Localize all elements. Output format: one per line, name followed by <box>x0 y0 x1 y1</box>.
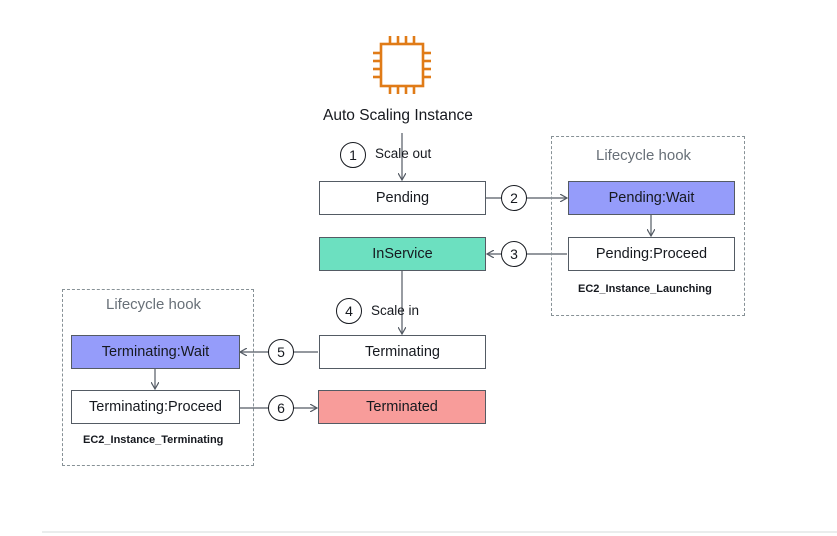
terminate-hook-name: EC2_Instance_Terminating <box>83 434 224 446</box>
launch-hook-title: Lifecycle hook <box>596 147 692 164</box>
terminate-hook-title: Lifecycle hook <box>106 296 202 313</box>
state-pending-proceed: Pending:Proceed <box>568 237 735 271</box>
state-terminated: Terminated <box>318 390 486 424</box>
state-pending: Pending <box>319 181 486 215</box>
state-in-service: InService <box>319 237 486 271</box>
state-pending-wait: Pending:Wait <box>568 181 735 215</box>
step-2-marker: 2 <box>501 185 527 211</box>
launch-hook-group <box>551 136 745 316</box>
step-1-marker: 1 <box>340 142 366 168</box>
state-terminating-wait: Terminating:Wait <box>71 335 240 369</box>
state-terminating: Terminating <box>319 335 486 369</box>
step-4-marker: 4 <box>336 298 362 324</box>
step-6-marker: 6 <box>268 395 294 421</box>
terminate-hook-group <box>62 289 254 466</box>
ec2-instance-chip-icon <box>373 36 431 94</box>
diagram-title: Auto Scaling Instance <box>323 107 473 124</box>
step-5-marker: 5 <box>268 339 294 365</box>
step-1-label: Scale out <box>375 146 432 161</box>
step-4-label: Scale in <box>371 303 420 318</box>
launch-hook-name: EC2_Instance_Launching <box>578 283 712 295</box>
state-terminating-proceed: Terminating:Proceed <box>71 390 240 424</box>
step-3-marker: 3 <box>501 241 527 267</box>
